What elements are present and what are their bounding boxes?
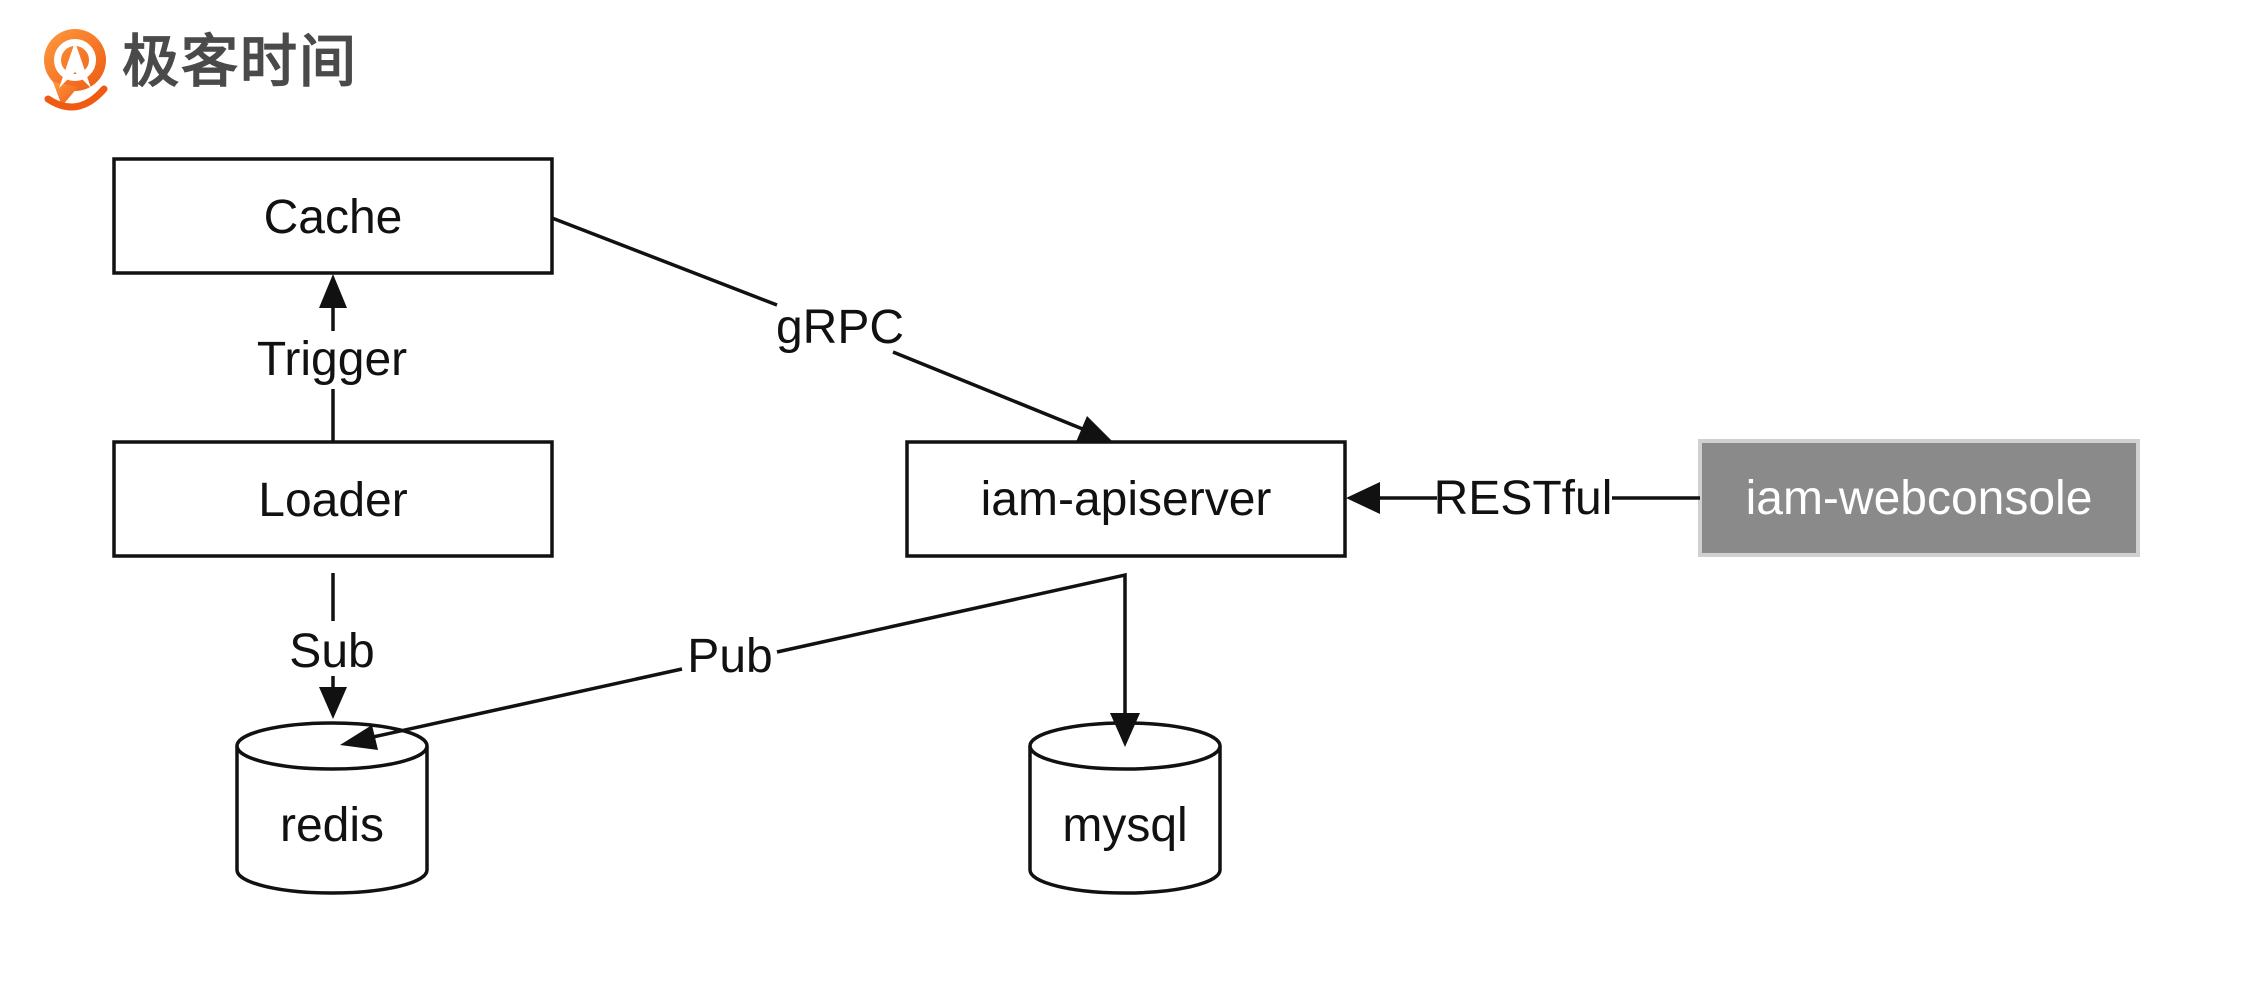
cache-box [112,157,554,275]
geektime-pin-icon [44,29,108,111]
restful-edge-label: RESTful [1434,472,1613,525]
iam-apiserver-label: iam-apiserver [981,473,1272,526]
edge-cache-to-apiserver: gRPC [551,216,1113,442]
iam-webconsole-label: iam-webconsole [1746,472,2093,525]
edge-apiserver-to-redis-and-mysql: Pub [340,572,1140,750]
geektime-logo: 极客时间 [44,29,358,111]
redis-label: redis [280,799,384,852]
sub-edge-label: Sub [289,625,374,678]
pub-line-lower [372,667,683,739]
node-loader: Loader [112,440,554,558]
mysql-arrowhead-down [1110,713,1140,747]
node-cache: Cache [112,157,554,275]
redis-cylinder-body [235,746,429,895]
node-iam-webconsole: iam-webconsole [1698,439,2140,557]
iam-webconsole-box [1698,439,2140,557]
pub-line-and-mysql-line [776,572,1127,715]
edge-loader-to-cache: Trigger [257,274,407,442]
grpc-line-lower [892,350,1091,434]
sub-arrowhead-down [319,687,347,719]
grpc-line-upper [551,216,778,307]
brand-name: 极客时间 [122,30,358,94]
cache-label: Cache [264,191,403,244]
edge-loader-to-redis: Sub [289,573,375,719]
pub-edge-label: Pub [687,630,772,683]
pin-tail [53,82,78,106]
node-mysql: mysql [1028,721,1222,895]
grpc-edge-label: gRPC [776,301,904,354]
pin-arrow [59,42,91,88]
trigger-edge-label: Trigger [257,333,407,386]
loader-label: Loader [258,474,407,527]
restful-arrowhead-left [1346,482,1380,514]
edge-webconsole-to-apiserver: RESTful [1346,472,1700,525]
trigger-arrowhead-up [319,274,347,308]
mysql-cylinder-body [1028,746,1222,895]
node-iam-apiserver: iam-apiserver [905,440,1347,558]
node-redis: redis [235,721,429,895]
pin-swoosh [44,85,108,111]
grpc-arrowhead [1076,416,1113,442]
mysql-label: mysql [1062,799,1187,852]
pub-arrowhead-into-redis [340,725,378,750]
loader-box [112,440,554,558]
iam-apiserver-box [905,440,1347,558]
